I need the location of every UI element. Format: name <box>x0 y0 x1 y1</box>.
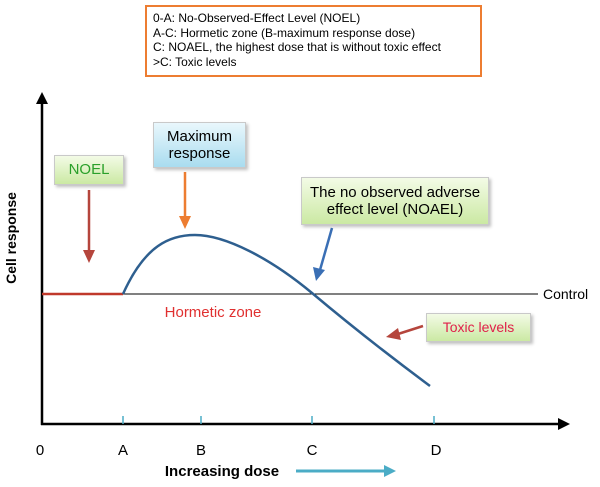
x-axis-label: Increasing dose <box>165 463 279 480</box>
noael-line1: The no observed adverse <box>309 184 481 201</box>
noel-arrowhead <box>83 250 95 263</box>
toxic-callout-text: Toxic levels <box>442 319 515 335</box>
control-label: Control <box>543 286 588 302</box>
noael-callout: The no observed adverse effect level (NO… <box>301 177 489 225</box>
max-response-line1: Maximum <box>166 128 232 145</box>
legend-line-hormetic: A-C: Hormetic zone (B-maximum response d… <box>153 25 416 40</box>
toxic-arrow-shaft <box>397 324 424 336</box>
legend-line-noael: C: NOAEL, the highest dose that is witho… <box>153 40 441 54</box>
definitions-legend: 0-A: No-Observed-Effect Level (NOEL) A-C… <box>145 5 482 77</box>
increasing-dose-arrowhead <box>384 465 396 477</box>
noael-arrow-shaft <box>318 227 334 271</box>
response-curve <box>121 233 431 388</box>
noael-line2: effect level (NOAEL) <box>326 201 464 218</box>
tick-label-c: C <box>307 442 318 459</box>
tick-label-b: B <box>196 442 206 459</box>
legend-line-toxic: >C: Toxic levels <box>153 54 237 69</box>
x-axis-arrowhead <box>558 418 570 430</box>
max-response-line2: response <box>168 145 231 162</box>
tick-label-0: 0 <box>36 442 44 459</box>
y-axis-arrowhead <box>36 92 48 104</box>
hormetic-zone-label: Hormetic zone <box>165 304 262 321</box>
noel-callout-text: NOEL <box>68 161 110 178</box>
noel-callout: NOEL <box>54 155 124 185</box>
toxic-arrowhead <box>386 328 401 340</box>
max-response-arrowhead <box>179 216 191 229</box>
tick-label-d: D <box>431 442 442 459</box>
tick-label-a: A <box>118 442 128 459</box>
max-response-callout: Maximum response <box>153 122 246 168</box>
toxic-callout: Toxic levels <box>426 313 531 342</box>
y-axis-label: Cell response <box>3 192 19 284</box>
legend-line-noel: 0-A: No-Observed-Effect Level (NOEL) <box>153 11 361 25</box>
noael-arrowhead <box>313 267 325 281</box>
